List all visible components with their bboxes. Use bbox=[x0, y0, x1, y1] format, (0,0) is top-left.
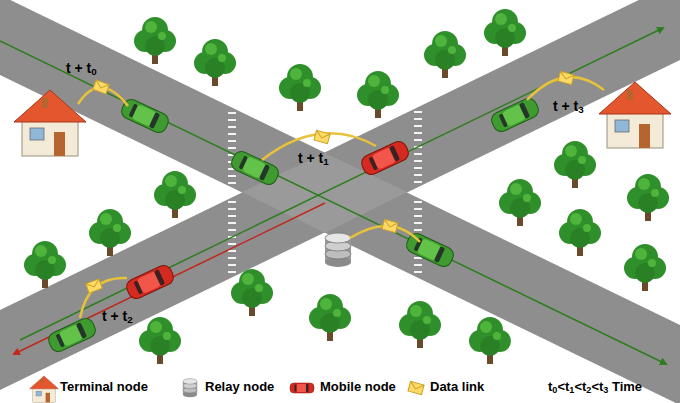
tree bbox=[24, 241, 66, 288]
tree bbox=[484, 9, 526, 56]
mobile-node bbox=[229, 149, 281, 187]
legend-link-icon bbox=[408, 381, 424, 394]
tree bbox=[554, 141, 596, 188]
tree bbox=[89, 209, 131, 256]
mobile-node bbox=[359, 139, 411, 177]
data-envelope bbox=[314, 130, 330, 143]
legend-mobile-icon bbox=[290, 383, 314, 393]
time-label: t + t1 bbox=[298, 150, 329, 166]
time-label: t + t0 bbox=[66, 60, 97, 76]
tree bbox=[469, 317, 511, 364]
tree bbox=[424, 31, 466, 78]
terminal-node bbox=[14, 90, 86, 156]
legend-relay-icon bbox=[183, 379, 197, 398]
mobile-node bbox=[124, 263, 176, 301]
terminal-node bbox=[599, 82, 671, 148]
data-envelope bbox=[93, 80, 110, 94]
data-envelope bbox=[558, 71, 574, 84]
trajectory-line bbox=[20, 28, 663, 340]
time-label: t + t2 bbox=[102, 308, 133, 324]
time-label: t + t3 bbox=[553, 98, 584, 114]
data-envelope bbox=[86, 279, 103, 293]
legend-text: Relay node bbox=[205, 380, 274, 395]
legend-text: Data link bbox=[430, 380, 484, 395]
tree bbox=[357, 71, 399, 118]
tree bbox=[194, 39, 236, 86]
tree bbox=[624, 244, 666, 291]
tree bbox=[399, 301, 441, 348]
tree bbox=[231, 269, 273, 316]
tree bbox=[139, 317, 181, 364]
trajectory-line bbox=[0, 41, 666, 364]
tree bbox=[154, 171, 196, 218]
mobile-node bbox=[46, 316, 98, 354]
tree bbox=[309, 294, 351, 341]
legend-text: Terminal node bbox=[60, 380, 148, 395]
tree bbox=[134, 17, 176, 64]
time-order-note: t0<t1<t2<t3 Time bbox=[548, 380, 642, 395]
data-link bbox=[78, 77, 604, 318]
mobile-node bbox=[489, 96, 541, 134]
tree bbox=[627, 174, 669, 221]
data-envelope bbox=[382, 219, 398, 232]
legend-terminal-icon bbox=[30, 376, 59, 402]
tree bbox=[499, 179, 541, 226]
road bbox=[0, 0, 680, 390]
mobile-node bbox=[404, 231, 456, 269]
relay-node bbox=[325, 233, 351, 267]
legend-text: Mobile node bbox=[320, 380, 396, 395]
tree bbox=[279, 64, 321, 111]
tree bbox=[559, 209, 601, 256]
